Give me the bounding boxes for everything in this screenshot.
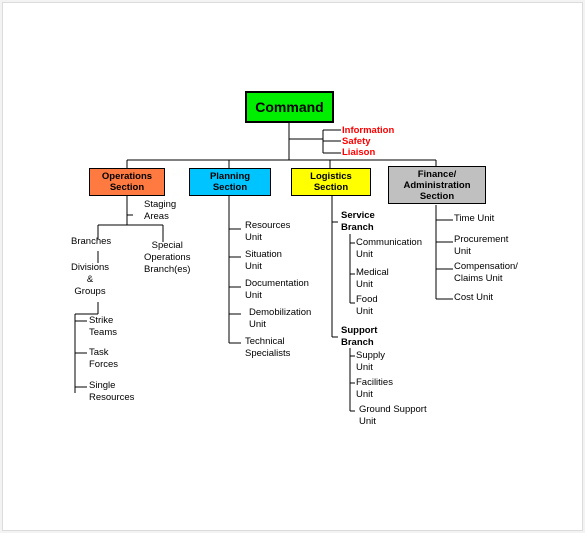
staff-liaison: Liaison — [342, 147, 376, 158]
ground-support-unit-label: Ground Support Unit — [359, 404, 427, 427]
logistics-section-label: Logistics Section — [310, 171, 352, 193]
logistics-section-box: Logistics Section — [291, 168, 371, 196]
line-ops-divisions — [74, 251, 99, 393]
command-box: Command — [245, 91, 334, 123]
connector-group — [74, 123, 453, 412]
finance-section-box: Finance/ Administration Section — [388, 166, 486, 204]
staff-safety: Safety — [342, 136, 371, 147]
documentation-unit-label: Documentation Unit — [245, 278, 309, 301]
demobilization-unit-label: Demobilization Unit — [249, 307, 312, 330]
procurement-unit-label: Procurement Unit — [454, 234, 509, 257]
staging-areas-label: Staging Areas — [144, 199, 177, 222]
supply-unit-label: Supply Unit — [356, 350, 386, 373]
finance-section-label: Finance/ Administration Section — [403, 168, 471, 202]
food-unit-label: Food Unit — [356, 294, 378, 317]
special-operations-label: Special Operations Branch(es) — [144, 240, 191, 275]
technical-specialists-label: Technical Specialists — [245, 336, 291, 359]
support-branch-label: Support Branch — [341, 325, 378, 348]
strike-teams-label: Strike Teams — [89, 315, 117, 338]
line-staff-branch — [289, 129, 341, 154]
compensation-claims-unit-label: Compensation/ Claims Unit — [454, 261, 518, 284]
operations-section-box: Operations Section — [89, 168, 165, 196]
time-unit-label: Time Unit — [454, 213, 495, 224]
communication-unit-label: Communication Unit — [356, 237, 422, 260]
planning-section-box: Planning Section — [189, 168, 271, 196]
operations-section-label: Operations Section — [101, 171, 153, 193]
staff-information: Information — [342, 125, 395, 136]
medical-unit-label: Medical Unit — [356, 267, 389, 290]
line-logistics-trunk — [331, 196, 338, 338]
facilities-unit-label: Facilities Unit — [356, 377, 393, 400]
task-forces-label: Task Forces — [89, 347, 119, 370]
line-ops-trunk — [97, 196, 164, 242]
connector-lines — [74, 123, 453, 412]
service-branch-label: Service Branch — [341, 210, 375, 233]
line-support-branch — [349, 348, 355, 412]
line-finance-trunk — [435, 205, 453, 300]
resources-unit-label: Resources Unit — [245, 220, 291, 243]
divisions-groups-label: Divisions & Groups — [71, 262, 110, 297]
cost-unit-label: Cost Unit — [454, 292, 494, 303]
line-sections-bus — [126, 159, 437, 168]
branches-label: Branches — [71, 236, 112, 247]
situation-unit-label: Situation Unit — [245, 249, 282, 272]
single-resources-label: Single Resources — [89, 380, 135, 403]
planning-section-label: Planning Section — [209, 171, 251, 193]
line-planning-trunk — [228, 196, 241, 344]
command-staff: Information Safety Liaison — [342, 125, 394, 158]
line-service-branch — [349, 234, 355, 304]
